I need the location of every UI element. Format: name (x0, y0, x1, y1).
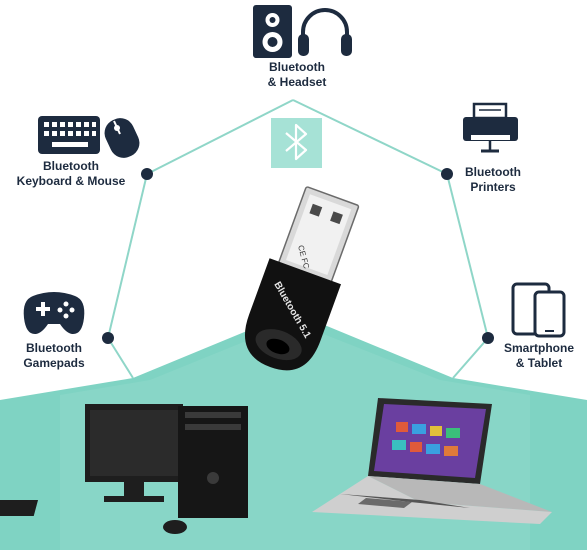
node-label-phone: Smartphone& Tablet (503, 341, 574, 370)
printer-icon (463, 102, 518, 153)
bluetooth-icon (285, 123, 308, 161)
bluetooth-adapter: Bluetooth 5.1 CE FC (245, 186, 360, 371)
keyboard-icon (38, 116, 100, 154)
node-label-headset: Bluetooth& Headset (267, 60, 327, 89)
mouse-icon (104, 118, 140, 158)
phone-tablet-icon (511, 282, 566, 338)
laptop (312, 398, 552, 524)
connection-dots (102, 168, 494, 344)
desktop-computer (0, 404, 248, 534)
connection-lines (107, 99, 489, 339)
headphones-icon (298, 8, 352, 56)
bluetooth-badge (271, 118, 322, 168)
gamepad-icon (23, 292, 85, 335)
speaker-icon (253, 5, 292, 58)
